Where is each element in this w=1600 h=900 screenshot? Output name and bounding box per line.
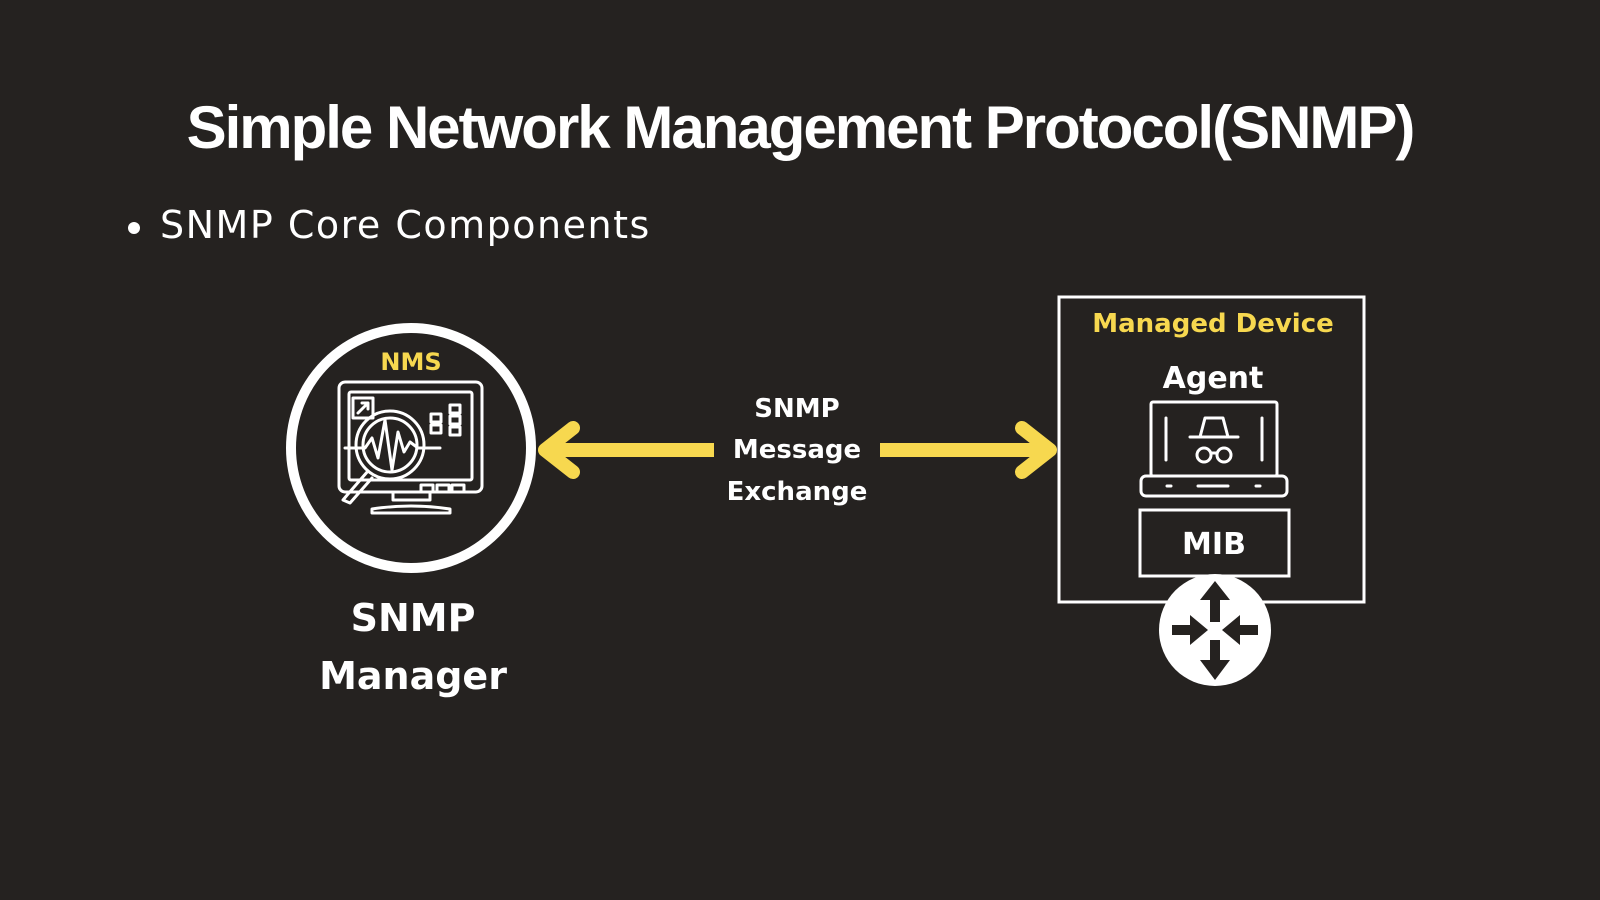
- snmp-manager: NMS SNMP Manag: [286, 323, 536, 698]
- router-icon: [1159, 574, 1271, 686]
- manager-label-line2: Manager: [319, 654, 507, 698]
- arrow-left-head: [538, 421, 580, 479]
- page-title: Simple Network Management Protocol(SNMP): [186, 94, 1416, 161]
- exchange-label-line3: Exchange: [727, 477, 868, 507]
- arrow-right-head: [1015, 421, 1057, 479]
- monitor-analytics-icon: [337, 380, 484, 515]
- bullet-item: SNMP Core Components: [160, 203, 651, 247]
- exchange-label-line2: Message: [733, 435, 861, 465]
- bullet-marker: [128, 222, 140, 234]
- laptop-spy-icon: [1139, 400, 1289, 498]
- agent-label: Agent: [1163, 361, 1264, 396]
- managed-device: Managed Device Agent MIB: [1057, 295, 1366, 604]
- exchange-label-line1: SNMP: [754, 394, 839, 424]
- manager-label-line1: SNMP: [351, 596, 476, 640]
- manager-circle: [286, 323, 536, 573]
- mib-label: MIB: [1182, 527, 1246, 562]
- message-exchange-arrow: [538, 421, 1057, 479]
- nms-badge: NMS: [380, 348, 441, 376]
- managed-device-header: Managed Device: [1092, 309, 1334, 339]
